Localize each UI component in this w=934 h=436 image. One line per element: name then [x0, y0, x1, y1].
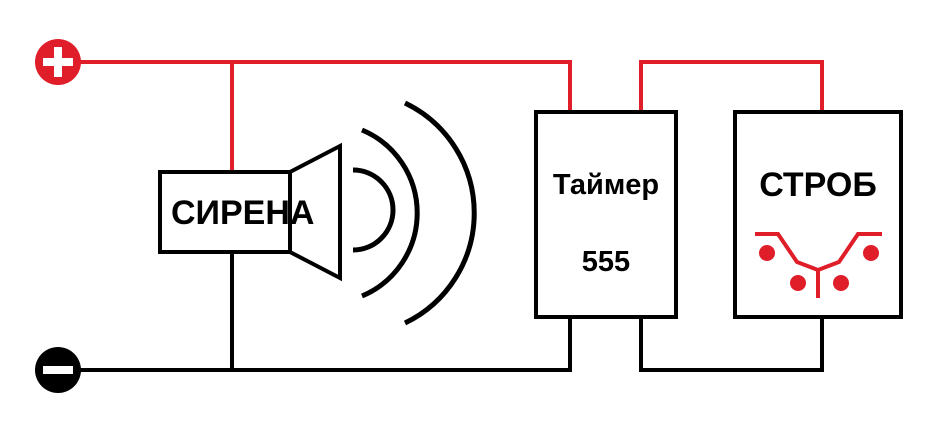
negative-wires	[78, 250, 824, 372]
minus-icon-bar	[43, 366, 73, 374]
sound-wave-icon-small	[352, 167, 396, 253]
timer-to-strobe-wire	[639, 60, 824, 112]
timer-555: Таймер 555	[534, 110, 678, 319]
lamp-dot-3	[833, 275, 849, 291]
sound-wave-icon-large	[403, 100, 477, 326]
strobe: СТРОБ	[733, 110, 903, 319]
positive-terminal	[35, 39, 81, 85]
speaker-horn-icon	[288, 142, 342, 282]
sound-wave-icon-medium	[361, 127, 420, 299]
lamp-dot-4	[863, 245, 879, 261]
strobe-label: СТРОБ	[759, 166, 877, 204]
negative-terminal	[35, 347, 81, 393]
lamp-dot-1	[759, 245, 775, 261]
negative-bus-wire	[78, 318, 572, 372]
timer-box	[534, 110, 678, 319]
plus-icon-bar-v	[54, 47, 62, 77]
timer-strobe-return-wire	[639, 318, 824, 372]
positive-wires	[78, 60, 824, 174]
lamp-dot-2	[790, 275, 806, 291]
positive-bus-wire	[78, 60, 572, 112]
siren: СИРЕНА	[158, 100, 477, 326]
siren-label: СИРЕНА	[171, 194, 314, 232]
timer-model: 555	[582, 246, 630, 278]
strobe-lamp-icon	[755, 232, 882, 298]
timer-label: Таймер	[553, 169, 659, 201]
